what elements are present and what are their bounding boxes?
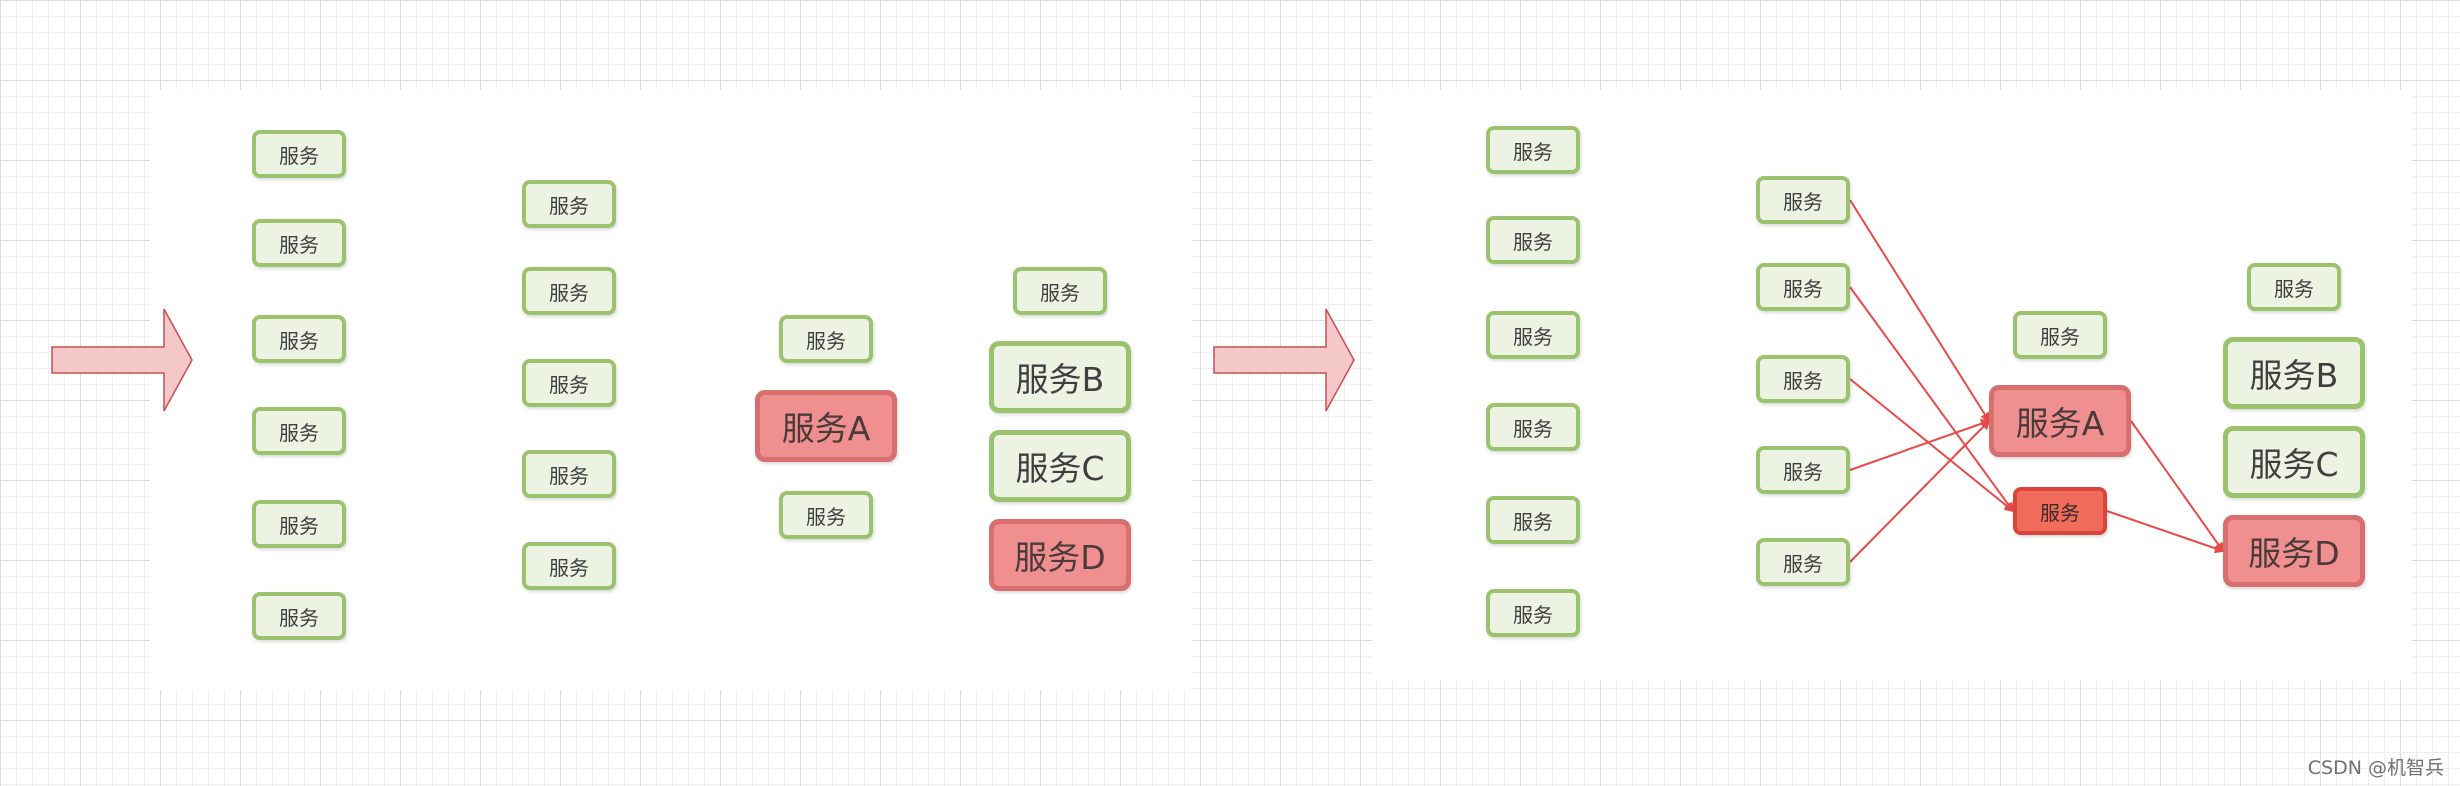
right-col2-service: 服务 [1756,263,1850,311]
left-service-c: 服务C [989,430,1131,502]
left-col1-service: 服务 [252,592,346,640]
left-col1-service: 服务 [252,315,346,363]
dependency-link [1849,199,1991,423]
right-col2-service: 服务 [1756,355,1850,403]
right-col1-service: 服务 [1486,216,1580,264]
right-col1-service: 服务 [1486,589,1580,637]
dependency-link [1849,419,1991,563]
left-service-b: 服务B [989,341,1131,413]
left-col2-service: 服务 [522,180,616,228]
left-col1-service: 服务 [252,219,346,267]
left-col4-service-top: 服务 [1013,267,1107,315]
dependency-link [1849,418,1991,471]
right-service-a-failed: 服务A [1989,385,2131,457]
left-col1-service: 服务 [252,130,346,178]
dependency-link [2130,420,2225,553]
left-col1-service: 服务 [252,500,346,548]
left-service-d-failed: 服务D [989,519,1131,591]
right-service-cascading-failed: 服务 [2013,487,2107,535]
right-col4-service-top: 服务 [2247,263,2341,311]
right-col2-service: 服务 [1756,538,1850,586]
right-service-b: 服务B [2223,337,2365,409]
right-col1-service: 服务 [1486,311,1580,359]
left-col1-service: 服务 [252,407,346,455]
watermark: CSDN @机智兵 [2307,757,2444,779]
right-service-d-failed: 服务D [2223,515,2365,587]
right-block-arrow [1213,308,1355,412]
left-col3-service-top: 服务 [779,315,873,363]
right-col1-service: 服务 [1486,403,1580,451]
right-service-c: 服务C [2223,426,2365,498]
left-col2-service: 服务 [522,542,616,590]
left-col2-service: 服务 [522,359,616,407]
dependency-link [1849,286,2015,513]
left-service-a-failed: 服务A [755,390,897,462]
left-col3-service-bottom: 服务 [779,491,873,539]
right-col1-service: 服务 [1486,126,1580,174]
right-col2-service: 服务 [1756,446,1850,494]
dependency-link [1849,378,2015,513]
dependency-link [2106,510,2225,554]
left-col2-service: 服务 [522,267,616,315]
right-col3-service-top: 服务 [2013,311,2107,359]
right-col2-service: 服务 [1756,176,1850,224]
left-col2-service: 服务 [522,450,616,498]
right-col1-service: 服务 [1486,496,1580,544]
left-block-arrow [51,308,193,412]
